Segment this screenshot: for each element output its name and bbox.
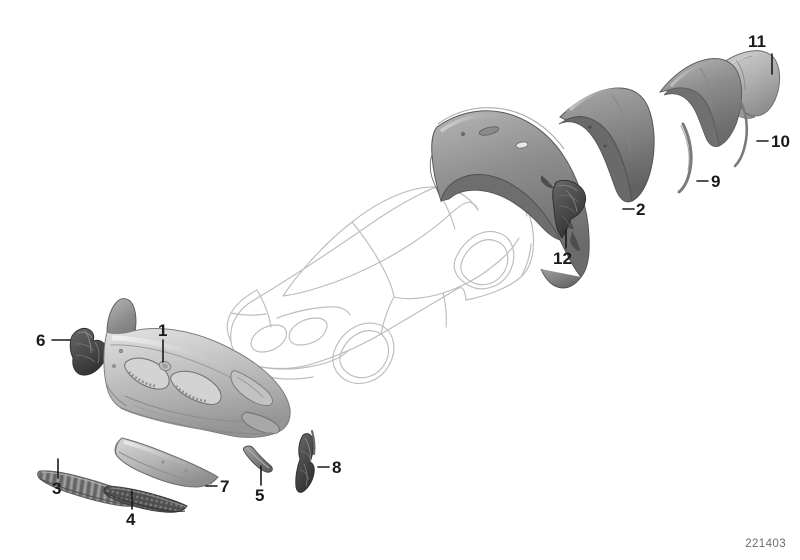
callout-label-9: 9 xyxy=(711,172,721,191)
diagram-id-label: 221403 xyxy=(745,538,786,550)
callout-label-2: 2 xyxy=(636,200,646,219)
part-2b-rear-bumper-inner-carrier xyxy=(558,86,655,203)
part-9-rear-support-bracket xyxy=(677,122,693,194)
part-1-front-bumper-trim-panel xyxy=(103,298,291,438)
callout-label-5: 5 xyxy=(255,486,265,505)
callout-label-12: 12 xyxy=(553,249,572,268)
leader-lines xyxy=(51,53,773,510)
part-5-front-trim-strip xyxy=(242,445,273,473)
callout-label-11: 11 xyxy=(748,32,766,51)
callout-label-10: 10 xyxy=(771,132,790,151)
callout-label-7: 7 xyxy=(220,477,230,496)
part-8-front-guide-bracket-right xyxy=(295,429,316,493)
callout-label-4: 4 xyxy=(126,510,136,529)
part-12-rear-mounting-bracket xyxy=(552,179,587,239)
part-7-front-lower-spoiler-valance xyxy=(114,437,219,488)
vehicle-outline-wireframe xyxy=(226,175,535,384)
callout-label-6: 6 xyxy=(36,331,46,350)
callout-label-8: 8 xyxy=(332,458,342,477)
part-4-front-lower-grille-mesh xyxy=(103,485,188,513)
part-10-rear-absorber-carrier xyxy=(658,57,749,168)
callout-label-1: 1 xyxy=(158,321,168,340)
part-6-front-bracket-left xyxy=(69,327,108,376)
callout-label-3: 3 xyxy=(52,479,62,498)
